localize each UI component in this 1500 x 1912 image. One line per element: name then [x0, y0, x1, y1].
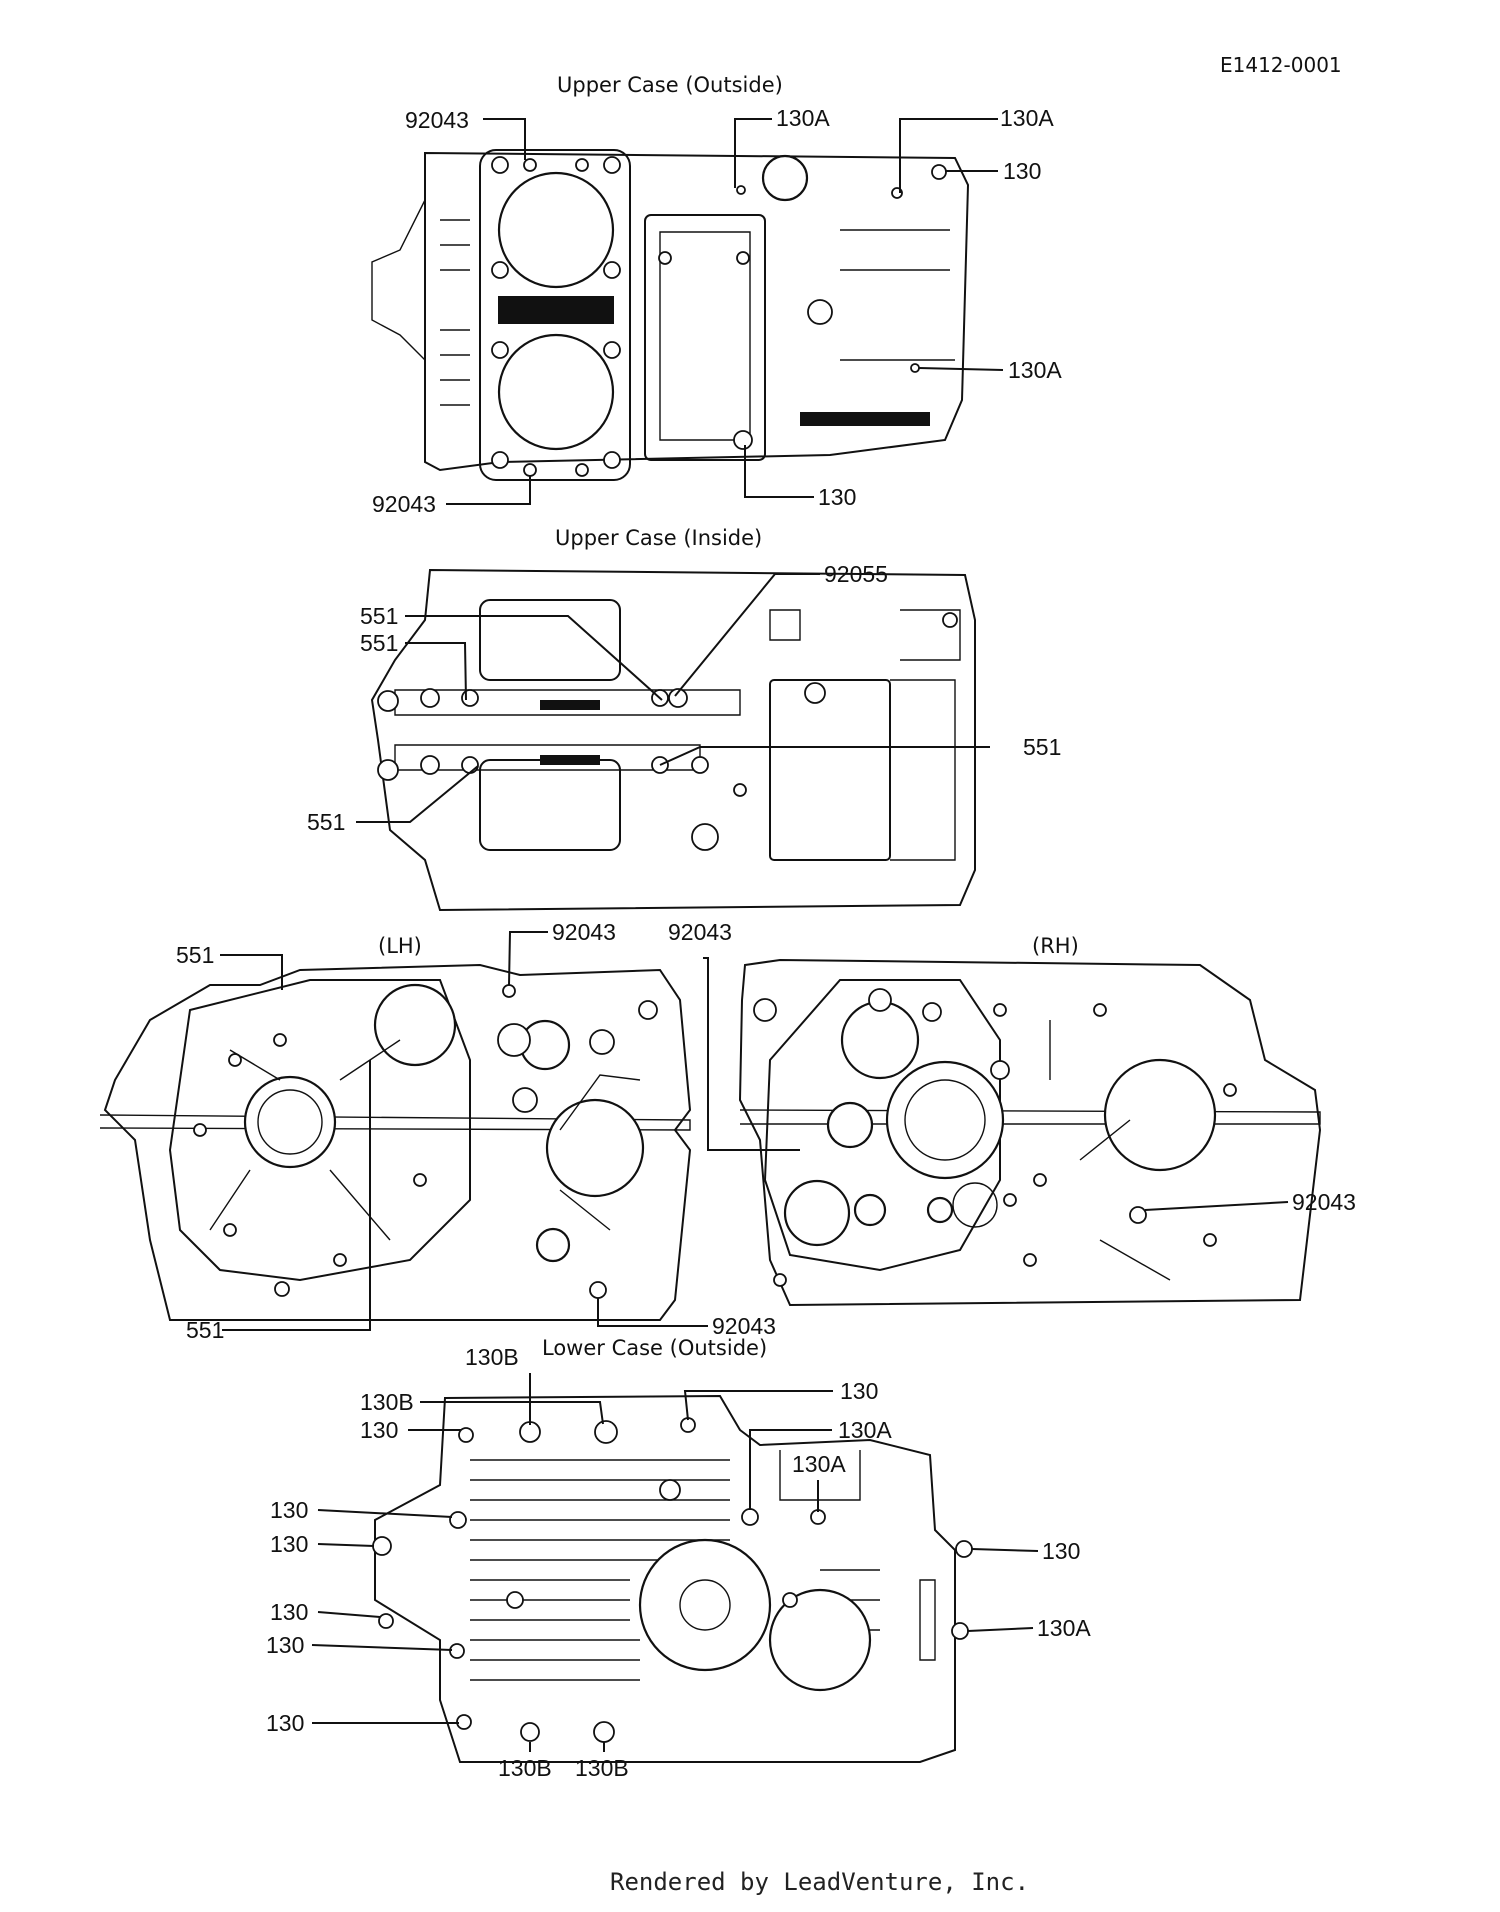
callout-92043: 92043	[1292, 1189, 1356, 1215]
diagram-code: E1412-0001	[1220, 53, 1342, 77]
callout-92043: 92043	[668, 919, 732, 945]
callout-130: 130	[840, 1378, 878, 1404]
upper-case-outside-drawing	[371, 149, 970, 481]
callout-130: 130	[360, 1417, 398, 1443]
callout-551: 551	[1023, 734, 1061, 760]
callout-130A: 130A	[792, 1451, 846, 1477]
callout-130: 130	[270, 1497, 308, 1523]
callout-551: 551	[307, 809, 345, 835]
callout-551: 551	[360, 603, 398, 629]
callout-92043: 92043	[712, 1313, 776, 1339]
lh-side-drawing	[99, 963, 692, 1321]
callout-130B: 130B	[575, 1755, 629, 1781]
callout-130A: 130A	[1037, 1615, 1091, 1641]
upper-case-inside-drawing	[370, 568, 976, 912]
callout-92043: 92043	[552, 919, 616, 945]
callout-130: 130	[818, 484, 856, 510]
callout-551: 551	[176, 942, 214, 968]
callout-551: 551	[360, 630, 398, 656]
view-title-upper-inside: Upper Case (Inside)	[555, 526, 762, 550]
lower-case-outside-drawing	[372, 1394, 973, 1763]
callout-130: 130	[266, 1632, 304, 1658]
callout-130: 130	[1042, 1538, 1080, 1564]
view-title-rh: (RH)	[1032, 934, 1079, 958]
lh-side-view: (LH) 551 92043	[99, 919, 776, 1343]
upper-case-outside-view: Upper Case (Outside)	[371, 73, 1062, 517]
view-title-lower-outside: Lower Case (Outside)	[542, 1336, 767, 1360]
callout-130B: 130B	[498, 1755, 552, 1781]
callout-130A: 130A	[1000, 105, 1054, 131]
rh-side-view: (RH) 92043 92043	[668, 919, 1356, 1307]
callout-130A: 130A	[838, 1417, 892, 1443]
view-title-upper-outside: Upper Case (Outside)	[557, 73, 783, 97]
callout-92055: 92055	[824, 561, 888, 587]
callout-92043: 92043	[405, 107, 469, 133]
callout-130: 130	[270, 1599, 308, 1625]
callout-130: 130	[270, 1531, 308, 1557]
callout-551: 551	[186, 1317, 224, 1343]
footer-credit: Rendered by LeadVenture, Inc.	[610, 1868, 1029, 1896]
callout-92043: 92043	[372, 491, 436, 517]
view-title-lh: (LH)	[378, 934, 422, 958]
upper-case-inside-view: Upper Case (Inside)	[307, 526, 1061, 912]
callout-130: 130	[266, 1710, 304, 1736]
rh-side-drawing	[738, 958, 1322, 1307]
callout-130B: 130B	[360, 1389, 414, 1415]
callout-130A: 130A	[1008, 357, 1062, 383]
callout-130A: 130A	[776, 105, 830, 131]
callout-130: 130	[1003, 158, 1041, 184]
lower-case-outside-view: Lower Case (Outside)	[266, 1336, 1091, 1781]
callout-130B: 130B	[465, 1344, 519, 1370]
